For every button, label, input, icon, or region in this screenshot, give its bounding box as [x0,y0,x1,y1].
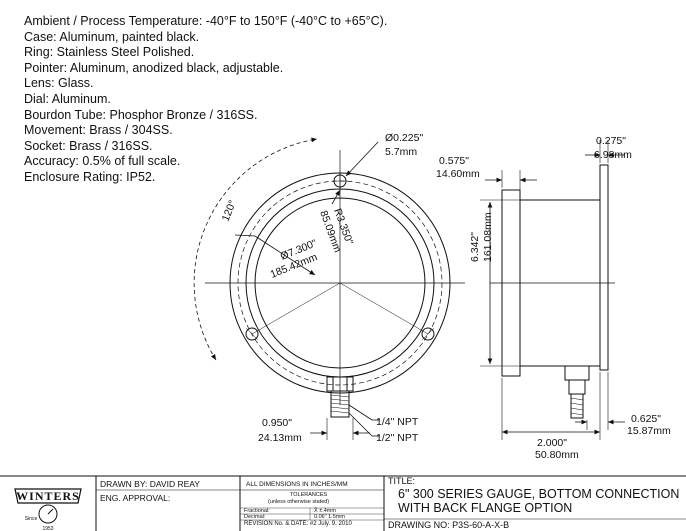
title-line-1: 6" 300 SERIES GAUGE, BOTTOM CONNECTION [398,487,680,501]
thread-stem [330,390,350,418]
spec-enclosure: Enclosure Rating: IP52. [24,169,156,184]
depth-in: 2.000" [537,437,567,449]
bolt-circle [237,180,443,386]
hex-mm: 24.13mm [258,432,302,444]
spec-socket: Socket: Brass / 316SS. [24,138,153,153]
title-label: TITLE: [388,476,416,486]
decimal-label: Decimal: [244,514,266,520]
dimension-labels: Ø0.225" 5.7mm 0.275" 6.98mm 0.575" 14.60… [220,132,671,461]
stem-in: 0.625" [631,413,661,425]
spec-accuracy: Accuracy: 0.5% of full scale. [24,154,181,169]
case-dia-mm: 161.08mm [482,212,494,262]
spec-ring: Ring: Stainless Steel Polished. [24,45,195,60]
case-dia-in: 6.342" [469,232,481,262]
units-note: ALL DIMENSIONS IN INCHES/MM [246,481,348,488]
npt-half: 1/2" NPT [376,432,419,444]
title-line-2: WITH BACK FLANGE OPTION [398,501,573,515]
logo-year: 1953 [42,526,53,531]
flange-thk-mm: 6.98mm [594,149,632,161]
back-flange-side [599,164,609,371]
flange-thk-in: 0.275" [596,135,626,147]
angle-arc [193,137,318,361]
spec-dial: Dial: Aluminum. [24,91,111,106]
depth-mm: 50.80mm [535,449,579,461]
spec-movement: Movement: Brass / 304SS. [24,123,173,138]
spec-pointer: Pointer: Aluminum, anodized black, adjus… [24,60,284,75]
hex-in: 0.950" [262,417,292,429]
angle-label: 120° [220,198,239,223]
revision: REVISION No. & DATE: #2 July. 9, 2010 [244,521,352,527]
stem-mm: 15.87mm [627,425,671,437]
spec-lens: Lens: Glass. [24,76,94,91]
offset-in: 0.575" [439,155,469,167]
side-view [480,140,625,440]
spec-bourdon-tube: Bourdon Tube: Phosphor Bronze / 316SS. [24,107,258,122]
decimal-value: 0.06" 1.5mm [314,514,345,520]
spec-temperature: Ambient / Process Temperature: -40°F to … [24,14,388,28]
title-block [0,475,686,531]
spec-case: Case: Aluminum, painted black. [24,29,200,44]
mounting-hole-right [421,327,435,341]
specifications-list: Ambient / Process Temperature: -40°F to … [24,14,387,186]
front-view [193,137,465,440]
fractional-value: X̄ ±.4mm [314,508,336,514]
offset-mm: 14.60mm [436,168,480,180]
tolerances-note: (unless otherwise stated) [268,499,330,505]
hole-dia-in: Ø0.225" [385,132,423,144]
drawing-number: DRAWING NO: P3S-60-A-X-B [388,520,510,530]
drawn-by: DRAWN BY: DAVID REAY [100,479,200,489]
tolerances: TOLERANCES [290,492,328,498]
logo-text: WINTERS [16,489,80,503]
hole-dia-mm: 5.7mm [385,146,417,158]
npt-quarter: 1/4" NPT [376,416,419,428]
eng-approval: ENG. APPROVAL: [100,493,171,503]
logo-gauge-icon [38,504,58,524]
logo-since: Since [25,516,38,522]
logo-banner [14,488,82,504]
fractional-label: Fractional: [244,508,270,514]
